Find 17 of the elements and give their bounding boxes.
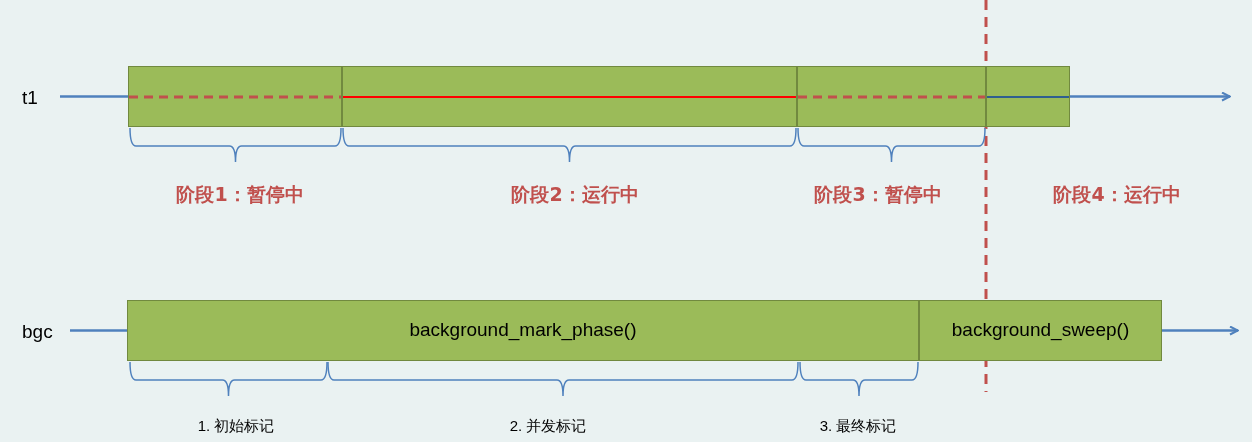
- timeline-name: bgc: [22, 318, 62, 346]
- timeline-segment-box: [797, 66, 986, 127]
- phase-label: 阶段2：运行中: [511, 182, 639, 207]
- step-label: 1. 初始标记: [197, 416, 275, 436]
- phase-label: 阶段3：暂停中: [814, 182, 942, 207]
- phase-label: 阶段4：运行中: [1053, 182, 1181, 207]
- timeline-segment-box: [128, 66, 342, 127]
- phase-label: 阶段1：暂停中: [176, 182, 304, 207]
- timeline-arrow: [1162, 325, 1239, 336]
- process-box: background_mark_phase(): [127, 300, 919, 361]
- step-label: 3. 最终标记: [819, 416, 897, 436]
- process-box: background_sweep(): [919, 300, 1162, 361]
- timeline-segment-box: [342, 66, 797, 127]
- timeline-name: t1: [22, 84, 52, 112]
- timeline-segment-box: [986, 66, 1070, 127]
- timeline-arrow: [1070, 91, 1231, 102]
- step-label: 2. 并发标记: [509, 416, 587, 436]
